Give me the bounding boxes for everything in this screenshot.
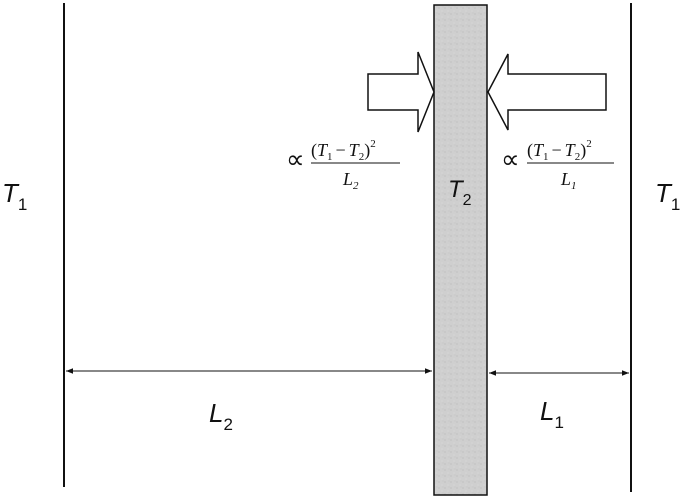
left-region-label: T1 [2,178,27,214]
arrow-left-icon [487,53,607,131]
flux-numerator: (T1−T2)2 [311,138,376,163]
right-flux-expression: ∝ (T1−T2)2 L1 [501,138,614,192]
left-gap-label: L2 [209,398,233,434]
arrow-right-icon [367,51,435,133]
slab-label: T2 [448,176,472,209]
flux-numerator: (T1−T2)2 [527,138,592,163]
right-region-label: T1 [655,178,680,214]
flux-denominator: L2 [342,169,359,192]
slab [433,4,488,496]
proportional-symbol: ∝ [501,145,520,174]
flux-denominator: L1 [560,169,577,192]
left-flux-expression: ∝ (T1−T2)2 L2 [286,138,400,192]
proportional-symbol: ∝ [286,145,305,174]
right-gap-label: L1 [540,396,564,432]
